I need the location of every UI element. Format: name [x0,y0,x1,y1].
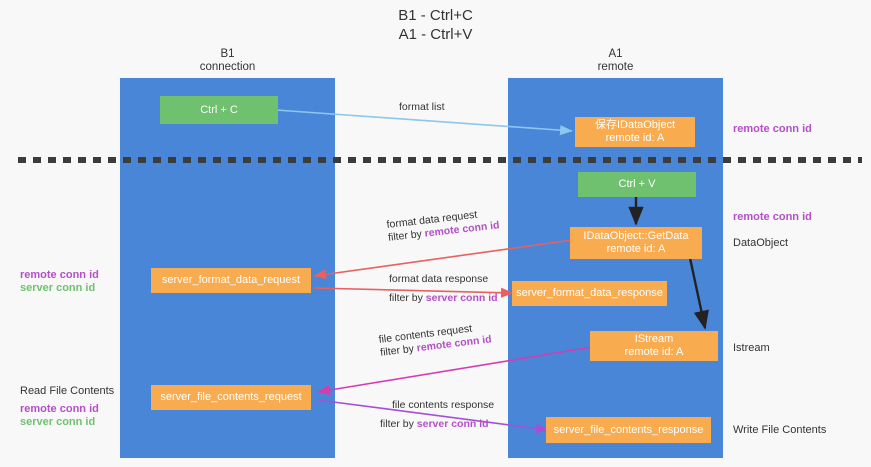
annotation-dataobject: DataObject [733,237,788,250]
annotation-read-file-contents: Read File Contents [20,385,114,398]
node-ctrl-v[interactable]: Ctrl + V [578,172,696,197]
edge-label-file-contents-response-text: file contents response [392,399,495,411]
node-server-file-contents-request-label: server_file_contents_request [160,391,302,403]
node-server-file-contents-request[interactable]: server_file_contents_request [151,385,311,410]
title-line-1: B1 - Ctrl+C [398,7,473,24]
node-ctrl-c-label: Ctrl + C [200,103,238,116]
lane-header-b1: B1 connection [120,48,335,74]
node-server-file-contents-response[interactable]: server_file_contents_response [546,417,711,443]
edge-label-file-contents-response-filter: filter by server conn id [380,418,494,431]
edge-label-file-contents-request: file contents request filter by remote c… [378,320,492,359]
annotation-write-file-contents-text: Write File Contents [733,424,827,436]
lane-header-a1-name: A1 [608,48,623,60]
edge-label-format-data-request: format data request filter by remote con… [386,206,500,245]
lane-header-a1: A1 remote [508,48,723,74]
annotation-write-file-contents: Write File Contents [733,424,826,437]
filter-prefix: filter by [380,418,417,430]
node-server-format-data-request-label: server_format_data_request [161,274,301,286]
annotation-right-top-remote-text: remote conn id [733,123,812,135]
annotation-left-bottom: remote conn id server conn id [20,403,99,429]
annotation-istream-text: Istream [733,342,770,354]
node-server-file-contents-response-label: server_file_contents_response [553,423,704,436]
annotation-left-mid-remote: remote conn id [20,269,99,281]
annotation-right-mid-remote: remote conn id [733,211,812,224]
annotation-left-mid-server: server conn id [20,282,96,294]
node-save-idataobject[interactable]: 保存IDataObject remote id: A [575,117,695,147]
node-server-format-data-request[interactable]: server_format_data_request [151,268,311,293]
annotation-right-top-remote: remote conn id [733,123,812,136]
annotation-left-bottom-server: server conn id [20,416,96,428]
node-istream-line-2: remote id: A [624,346,684,358]
node-istream[interactable]: IStream remote id: A [590,331,718,361]
annotation-left-bottom-remote: remote conn id [20,403,99,415]
node-idataobject-getdata[interactable]: IDataObject::GetData remote id: A [570,227,702,259]
annotation-istream: Istream [733,342,770,355]
node-server-format-data-response-label: server_format_data_response [516,287,663,299]
annotation-dataobject-text: DataObject [733,237,789,249]
page-title: B1 - Ctrl+C A1 - Ctrl+V [0,6,871,44]
node-idataobject-getdata-line-2: remote id: A [606,243,666,255]
edge-label-file-contents-response: file contents response filter by server … [380,399,495,431]
node-ctrl-v-label: Ctrl + V [618,178,656,190]
node-server-format-data-response[interactable]: server_format_data_response [512,281,667,306]
edge-label-format-data-response-filter: filter by server conn id [389,292,498,305]
lane-header-b1-role: connection [199,61,256,73]
edge-label-format-data-response: format data response filter by server co… [389,273,498,305]
edge-label-format-data-response-text: format data response [389,273,489,285]
node-istream-line-1: IStream [634,333,674,345]
edge-label-format-list-text: format list [399,101,445,113]
node-idataobject-getdata-line-1: IDataObject::GetData [583,230,689,242]
node-save-idataobject-line-1: 保存IDataObject [594,119,676,131]
filter-key-server-conn-id: server conn id [425,292,498,304]
annotation-right-mid-remote-text: remote conn id [733,211,812,223]
lane-header-a1-role: remote [597,61,634,73]
node-ctrl-c[interactable]: Ctrl + C [160,96,278,124]
title-line-2: A1 - Ctrl+V [398,26,473,43]
lane-header-b1-name: B1 [220,48,235,60]
annotation-left-mid: remote conn id server conn id [20,269,99,295]
annotation-read-file-contents-text: Read File Contents [20,385,115,397]
node-save-idataobject-line-2: remote id: A [605,132,665,144]
filter-key-server-conn-id: server conn id [416,418,489,430]
filter-prefix: filter by [389,292,426,304]
edge-label-format-list: format list [399,101,445,114]
